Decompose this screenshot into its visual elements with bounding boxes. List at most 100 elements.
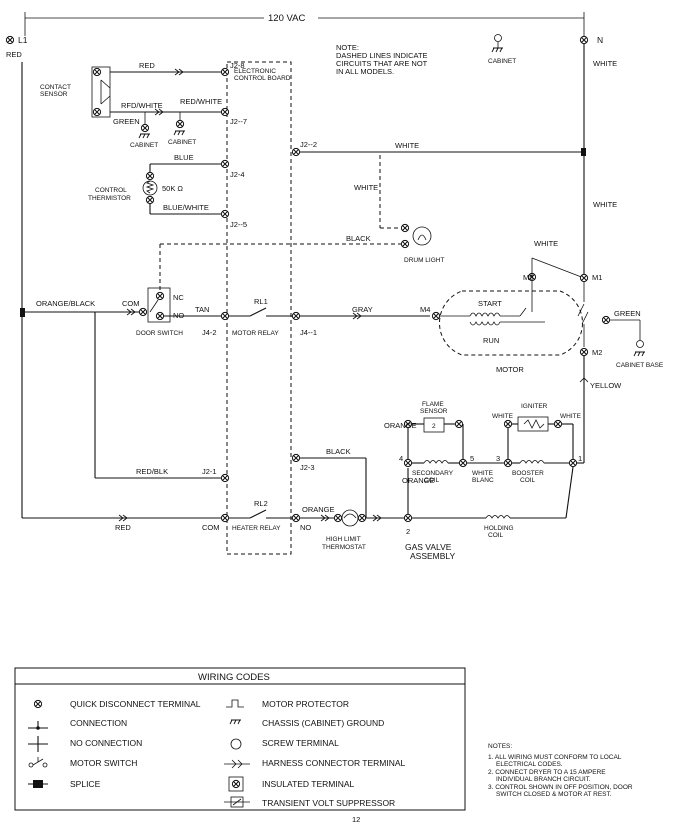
control-thermistor: BLUE J2-4 50K Ω CONTROL THERMISTOR BLUE/… bbox=[88, 153, 247, 229]
red-blk-line: RED/BLK J2-1 bbox=[94, 312, 230, 483]
svg-text:4: 4 bbox=[399, 454, 403, 463]
svg-text:CABINET: CABINET bbox=[488, 58, 516, 65]
svg-text:SPLICE: SPLICE bbox=[70, 779, 101, 789]
svg-text:M2: M2 bbox=[592, 348, 602, 357]
svg-text:2: 2 bbox=[406, 527, 410, 536]
quick-disconnect-icon bbox=[33, 699, 43, 709]
motor: MOTOR START RUN M5 WHITE M1 M2 GREEN CAB… bbox=[438, 239, 664, 463]
svg-text:ORANGE/BLACK: ORANGE/BLACK bbox=[36, 299, 95, 308]
l1-rail: L1 RED bbox=[5, 35, 28, 518]
n-label: N bbox=[597, 35, 603, 45]
svg-text:J2-4: J2-4 bbox=[230, 170, 245, 179]
no-connection-icon bbox=[28, 736, 48, 752]
svg-text:BLACK: BLACK bbox=[326, 447, 351, 456]
svg-text:QUICK DISCONNECT TERMINAL: QUICK DISCONNECT TERMINAL bbox=[70, 699, 201, 709]
svg-text:SCREW TERMINAL: SCREW TERMINAL bbox=[262, 738, 339, 748]
svg-text:J2--7: J2--7 bbox=[230, 117, 247, 126]
svg-text:MOTOR SWITCH: MOTOR SWITCH bbox=[70, 758, 137, 768]
svg-text:COIL: COIL bbox=[488, 532, 504, 539]
n-color-2: WHITE bbox=[593, 200, 617, 209]
dashed-line-note: NOTE: DASHED LINES INDICATE CIRCUITS THA… bbox=[336, 43, 428, 76]
top-cabinet-ground: CABINET bbox=[488, 34, 516, 65]
transient-suppressor-icon bbox=[224, 796, 250, 808]
svg-text:GREEN: GREEN bbox=[614, 309, 641, 318]
svg-text:NO CONNECTION: NO CONNECTION bbox=[70, 738, 142, 748]
svg-text:HEATER RELAY: HEATER RELAY bbox=[232, 525, 281, 532]
svg-text:1: 1 bbox=[578, 454, 582, 463]
svg-text:ELECTRICAL CODES.: ELECTRICAL CODES. bbox=[496, 761, 563, 768]
svg-text:GAS VALVE: GAS VALVE bbox=[405, 542, 452, 552]
svg-text:BOOSTER: BOOSTER bbox=[512, 470, 544, 477]
svg-text:IGNITER: IGNITER bbox=[521, 403, 548, 410]
contact-sensor: CONTACT SENSOR RED J2-8 RFD/WHITE RED/WH… bbox=[40, 61, 247, 149]
gas-valve-assembly: 2 ORANGE 4 ORANGE 2 FLAME SENSOR 5 SECON… bbox=[384, 401, 584, 561]
notes: NOTES: 1. ALL WIRING MUST CONFORM TO LOC… bbox=[488, 743, 633, 798]
n-rail: N WHITE WHITE bbox=[579, 35, 617, 278]
supply-label: 120 VAC bbox=[268, 13, 305, 24]
svg-text:ORANGE: ORANGE bbox=[384, 421, 417, 430]
svg-text:ELECTRONIC: ELECTRONIC bbox=[234, 68, 276, 75]
l1-label: L1 bbox=[18, 35, 28, 45]
svg-text:COM: COM bbox=[202, 523, 220, 532]
motor-switch-icon bbox=[28, 757, 48, 768]
svg-text:SENSOR: SENSOR bbox=[40, 91, 68, 98]
svg-text:NC: NC bbox=[173, 293, 184, 302]
svg-text:COIL: COIL bbox=[520, 477, 536, 484]
svg-text:WHITE: WHITE bbox=[534, 239, 558, 248]
svg-text:INSULATED TERMINAL: INSULATED TERMINAL bbox=[262, 779, 355, 789]
svg-text:MOTOR: MOTOR bbox=[496, 365, 524, 374]
svg-text:INDIVIDUAL BRANCH CIRCUIT.: INDIVIDUAL BRANCH CIRCUIT. bbox=[496, 776, 591, 783]
svg-text:3: 3 bbox=[496, 454, 500, 463]
svg-text:WHITE: WHITE bbox=[560, 413, 582, 420]
svg-text:BLACK: BLACK bbox=[346, 234, 371, 243]
svg-text:J4-2: J4-2 bbox=[202, 328, 217, 337]
svg-text:M1: M1 bbox=[592, 273, 602, 282]
svg-text:J2-3: J2-3 bbox=[300, 463, 315, 472]
svg-text:1. ALL WIRING MUST CONFORM TO: 1. ALL WIRING MUST CONFORM TO LOCAL bbox=[488, 754, 622, 761]
svg-text:WHITE: WHITE bbox=[492, 413, 514, 420]
svg-text:SECONDARY: SECONDARY bbox=[412, 470, 454, 477]
svg-text:COM: COM bbox=[122, 299, 140, 308]
svg-text:J4--1: J4--1 bbox=[300, 328, 317, 337]
supply-dimension: 120 VAC bbox=[24, 12, 585, 36]
svg-text:RED: RED bbox=[139, 61, 155, 70]
svg-text:J2-8: J2-8 bbox=[230, 61, 245, 70]
l1-color: RED bbox=[6, 50, 22, 59]
svg-text:WHITE: WHITE bbox=[354, 183, 378, 192]
connection-icon bbox=[28, 721, 48, 730]
svg-text:HOLDING: HOLDING bbox=[484, 525, 514, 532]
svg-text:2: 2 bbox=[432, 423, 436, 430]
harness-connector-icon bbox=[224, 759, 250, 769]
svg-text:IN ALL MODELS.: IN ALL MODELS. bbox=[336, 67, 394, 76]
svg-text:3. CONTROL SHOWN IN OFF POSITI: 3. CONTROL SHOWN IN OFF POSITION, DOOR bbox=[488, 784, 633, 791]
svg-text:THERMOSTAT: THERMOSTAT bbox=[322, 544, 366, 551]
svg-text:2. CONNECT DRYER TO A 15 AMPER: 2. CONNECT DRYER TO A 15 AMPERE bbox=[488, 769, 606, 776]
svg-text:YELLOW: YELLOW bbox=[590, 381, 622, 390]
black-j2-3-line: J2-3 BLACK bbox=[291, 447, 367, 518]
legend-title: WIRING CODES bbox=[198, 672, 270, 683]
svg-text:CONTROL: CONTROL bbox=[95, 187, 127, 194]
svg-text:BLUE/WHITE: BLUE/WHITE bbox=[163, 203, 209, 212]
svg-text:TAN: TAN bbox=[195, 305, 209, 314]
drum-light-circuit: J2--2 WHITE WHITE DRUM LIGHT BLACK bbox=[159, 140, 586, 292]
svg-text:GRAY: GRAY bbox=[352, 305, 373, 314]
svg-text:TRANSIENT VOLT SUPPRESSOR: TRANSIENT VOLT SUPPRESSOR bbox=[262, 798, 395, 808]
svg-text:RFD/WHITE: RFD/WHITE bbox=[121, 101, 163, 110]
svg-text:CONTACT: CONTACT bbox=[40, 84, 71, 91]
svg-text:BLUE: BLUE bbox=[174, 153, 194, 162]
svg-text:RL2: RL2 bbox=[254, 499, 268, 508]
heater-relay: RED COM RL2 HEATER RELAY NO ORANGE HIGH … bbox=[22, 499, 404, 551]
svg-text:RL1: RL1 bbox=[254, 297, 268, 306]
svg-text:MOTOR PROTECTOR: MOTOR PROTECTOR bbox=[262, 699, 349, 709]
svg-text:CABINET: CABINET bbox=[168, 139, 196, 146]
svg-text:ORANGE: ORANGE bbox=[402, 476, 435, 485]
svg-text:FLAME: FLAME bbox=[422, 401, 444, 408]
svg-text:DOOR SWITCH: DOOR SWITCH bbox=[136, 330, 183, 337]
svg-text:RED: RED bbox=[115, 523, 131, 532]
electronic-control-board: ELECTRONIC CONTROL BOARD bbox=[226, 61, 292, 555]
insulated-terminal-icon bbox=[228, 776, 244, 792]
svg-text:SENSOR: SENSOR bbox=[420, 408, 448, 415]
svg-text:SWITCH CLOSED & MOTOR AT REST.: SWITCH CLOSED & MOTOR AT REST. bbox=[496, 791, 612, 798]
svg-text:RED/WHITE: RED/WHITE bbox=[180, 97, 222, 106]
